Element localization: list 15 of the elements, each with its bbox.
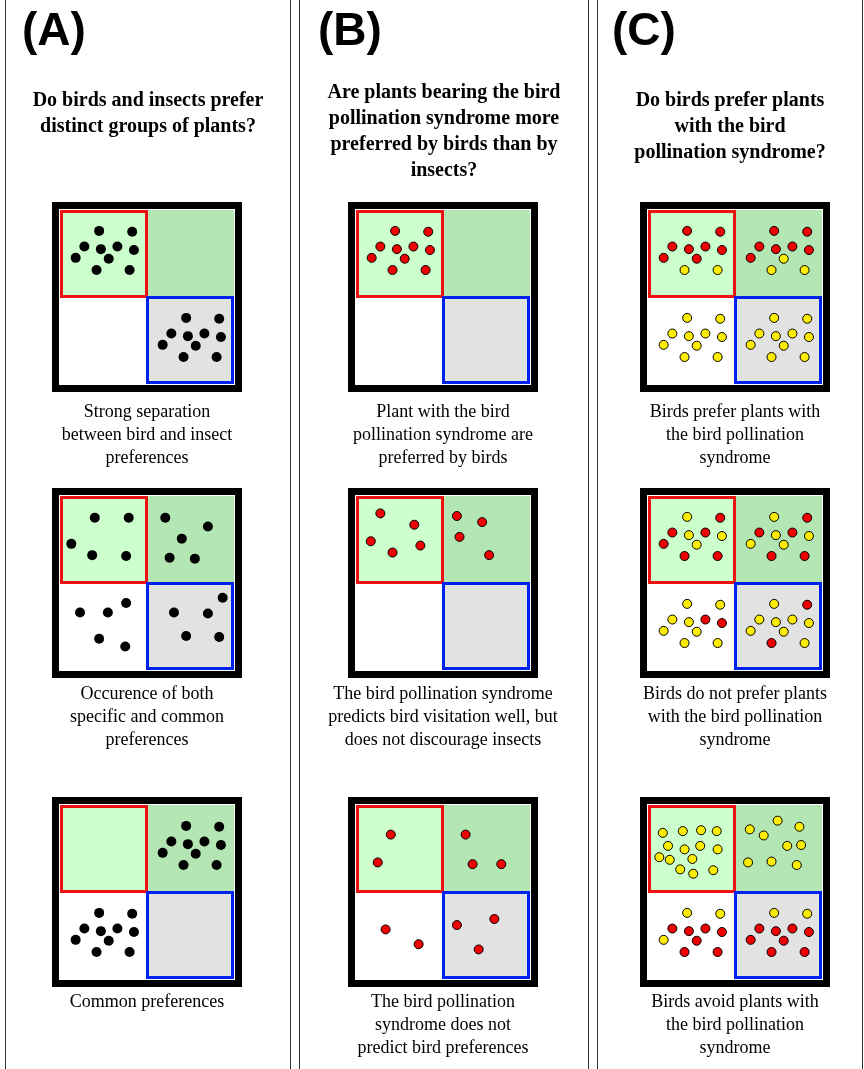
panel-letter: (C): [612, 2, 676, 56]
caption: Birds avoid plants with the bird pollination syndrome: [650, 990, 820, 1059]
panel-question: Do birds prefer plants with the bird pollination syndrome?: [633, 87, 827, 164]
caption: Strong separation between bird and insect preferences: [60, 400, 234, 469]
caption: Common preferences: [68, 990, 226, 1013]
caption: Birds do not prefer plants with the bird pollination syndrome: [642, 682, 828, 751]
panel-question: Are plants bearing the bird pollination syndrome more preferred by birds than by insects?: [326, 79, 562, 182]
caption: Plant with the bird pollination syndrome are preferred by birds: [352, 400, 534, 469]
panel-letter: (A): [22, 2, 86, 56]
caption: Occurence of both specific and common preferences: [69, 682, 225, 751]
caption: Birds prefer plants with the bird pollination syndrome: [648, 400, 822, 469]
caption: The bird pollination syndrome predicts bird visitation well, but does not discourage insects: [327, 682, 559, 751]
panel-question: Do birds and insects prefer distinct groups of plants?: [31, 87, 265, 138]
panel-letter: (B): [318, 2, 382, 56]
caption: The bird pollination syndrome does not predict bird preferences: [356, 990, 530, 1059]
